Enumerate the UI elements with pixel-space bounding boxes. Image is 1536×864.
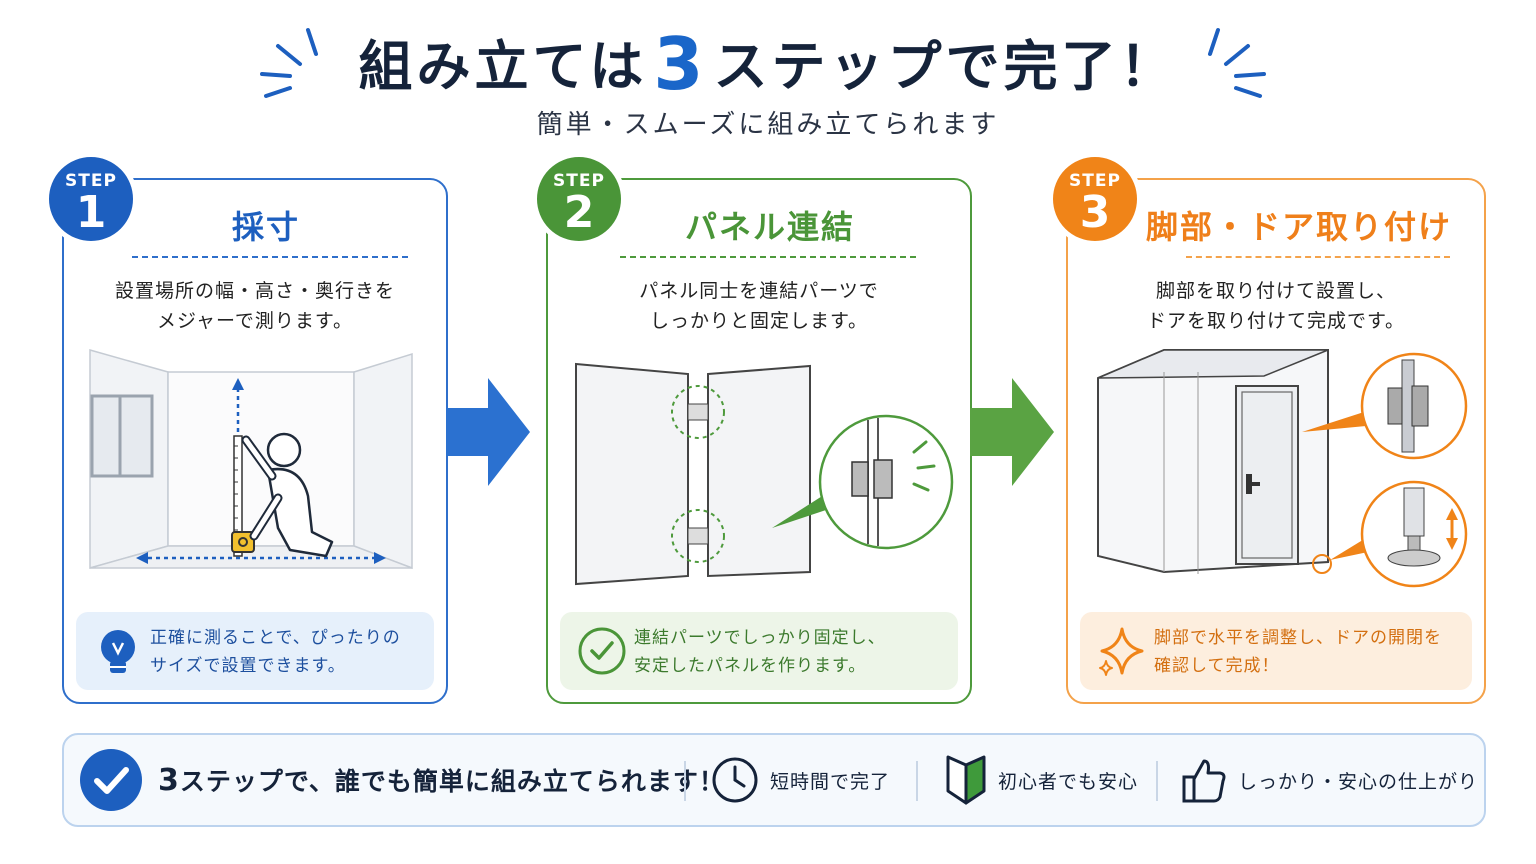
title-after: ステップで完了！ (713, 35, 1178, 98)
summary-divider (1156, 761, 1158, 801)
step-2-tip-line1: 連結パーツでしっかり固定し、 (634, 628, 886, 648)
summary-main-number: 3 (158, 763, 180, 798)
summary-main: 3ステップで、誰でも簡単に組み立てられます！ (78, 735, 725, 825)
arrow-right-icon (970, 378, 1054, 486)
measuring-person-illustration (89, 349, 413, 570)
step-1-description: 設置場所の幅・高さ・奥行きを メジャーで測ります。 (64, 276, 446, 336)
step-3-description: 脚部を取り付けて設置し、 ドアを取り付けて完成です。 (1068, 276, 1484, 336)
feature-short-time-label: 短時間で完了 (770, 770, 891, 793)
feature-beginner: 初心者でも安心 (944, 735, 1138, 825)
check-badge-icon (80, 749, 142, 811)
step-1-desc-line2: メジャーで測ります。 (156, 310, 353, 332)
clock-icon (712, 757, 758, 803)
step-2-title: パネル連結 (684, 208, 855, 246)
step-2-desc-line1: パネル同士を連結パーツで (639, 280, 879, 302)
booth-assembly-illustration (1097, 349, 1468, 588)
step-3-tip: 脚部で水平を調整し、ドアの開閉を 確認して完成！ (1080, 612, 1472, 690)
summary-main-text: 3ステップで、誰でも簡単に組み立てられます！ (158, 762, 725, 798)
thumbs-up-icon (1182, 759, 1226, 803)
feature-quality-label: しっかり・安心の仕上がり (1238, 770, 1479, 793)
step-3-tip-line2: 確認して完成！ (1154, 656, 1280, 676)
step-3-divider (1186, 256, 1450, 258)
step-3-title: 脚部・ドア取り付け (1145, 208, 1452, 246)
step-2-tip-line2: 安定したパネルを作ります。 (634, 656, 867, 676)
title-number: 3 (653, 22, 708, 106)
step-3-badge-number: 3 (1079, 187, 1111, 238)
step-2-tip: 連結パーツでしっかり固定し、 安定したパネルを作ります。 (560, 612, 958, 690)
step-1-tip-line1: 正確に測ることで、ぴったりの (150, 628, 401, 648)
title-before: 組み立ては (358, 35, 648, 98)
step-2-badge: STEP 2 (532, 152, 626, 246)
step-3-badge: STEP 3 (1048, 152, 1142, 246)
feature-beginner-label: 初心者でも安心 (998, 770, 1139, 793)
step-1-tip: 正確に測ることで、ぴったりの サイズで設置できます。 (76, 612, 434, 690)
panel-connection-illustration (575, 362, 954, 586)
step-card-2: パネル連結 パネル同士を連結パーツで しっかりと固定します。 連結パーツでしっか… (546, 178, 972, 704)
sparkle-icon (1099, 627, 1144, 676)
step-1-divider (132, 256, 408, 258)
step-2-desc-line2: しっかりと固定します。 (649, 310, 869, 332)
sparkle-lines-right-icon (1208, 28, 1266, 98)
step-3-badge-label: STEP (1069, 171, 1121, 191)
step-3-tip-text: 脚部で水平を調整し、ドアの開閉を 確認して完成！ (1154, 624, 1464, 680)
beginner-mark-icon (946, 755, 986, 805)
step-1-badge: STEP 1 (44, 152, 138, 246)
step-2-description: パネル同士を連結パーツで しっかりと固定します。 (548, 276, 970, 336)
step-1-desc-line1: 設置場所の幅・高さ・奥行きを (114, 280, 395, 302)
summary-divider (916, 761, 918, 801)
arrow-right-icon (446, 378, 530, 486)
step-1-tip-text: 正確に測ることで、ぴったりの サイズで設置できます。 (150, 624, 426, 680)
step-card-3: 脚部・ドア取り付け 脚部を取り付けて設置し、 ドアを取り付けて完成です。 (1066, 178, 1486, 704)
step-1-badge-label: STEP (65, 171, 117, 191)
summary-main-label: ステップで、誰でも簡単に組み立てられます！ (179, 767, 725, 796)
step-1-tip-line2: サイズで設置できます。 (150, 656, 346, 676)
check-circle-icon (578, 627, 626, 675)
step-3-desc-line2: ドアを取り付けて完成です。 (1146, 310, 1406, 332)
step-2-divider (620, 256, 916, 258)
step-2-tip-text: 連結パーツでしっかり固定し、 安定したパネルを作ります。 (634, 624, 950, 680)
feature-quality: しっかり・安心の仕上がり (1180, 735, 1478, 825)
step-2-badge-label: STEP (553, 171, 605, 191)
summary-bar: 3ステップで、誰でも簡単に組み立てられます！ 短時間で完了 初心者でも安心 しっ… (62, 733, 1486, 827)
step-3-desc-line1: 脚部を取り付けて設置し、 (1155, 280, 1396, 302)
sparkle-lines-left-icon (260, 28, 318, 98)
step-2-badge-number: 2 (563, 187, 595, 238)
step-1-badge-number: 1 (75, 187, 107, 238)
page-subtitle: 簡単・スムーズに組み立てられます (536, 110, 1000, 140)
lightbulb-icon (101, 630, 135, 673)
summary-divider (684, 761, 686, 801)
step-3-tip-line1: 脚部で水平を調整し、ドアの開閉を (1154, 628, 1442, 648)
step-card-1: 採寸 設置場所の幅・高さ・奥行きを メジャーで測ります。 (62, 178, 448, 704)
step-1-title: 採寸 (231, 208, 300, 246)
feature-short-time: 短時間で完了 (710, 735, 890, 825)
